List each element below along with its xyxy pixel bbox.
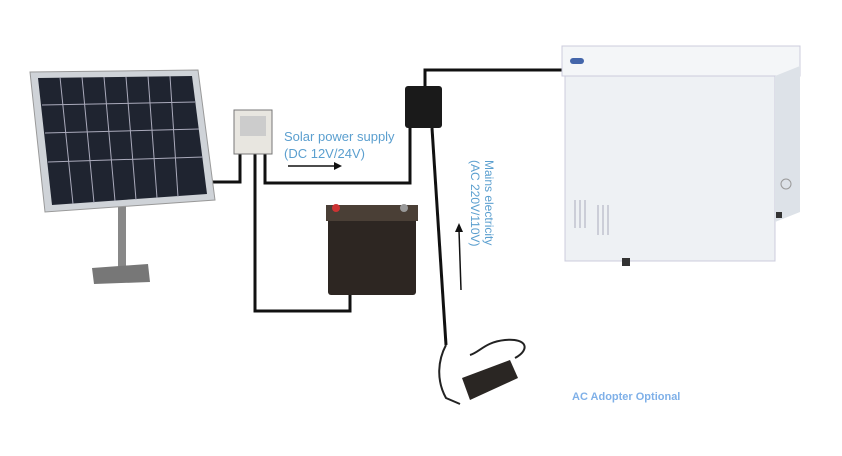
ac-adapter bbox=[438, 338, 526, 405]
mains-voltage: (AC 220V/110V) bbox=[468, 160, 482, 247]
controller-to-battery-wire bbox=[253, 152, 352, 313]
solar-supply-title: Solar power supply bbox=[284, 129, 395, 144]
controller-to-junction-wire bbox=[263, 128, 412, 185]
solar-supply-label: Solar power supply (DC 12V/24V) bbox=[284, 128, 395, 162]
solar-supply-voltage: (DC 12V/24V) bbox=[284, 146, 365, 161]
battery bbox=[326, 204, 418, 295]
ac-flow-arrow bbox=[455, 223, 463, 291]
power-switch-box bbox=[405, 86, 442, 128]
mains-electricity-label: Mains electricity (AC 220V/110V) bbox=[468, 160, 496, 247]
panel-to-controller-wire bbox=[213, 152, 242, 184]
junction-to-freezer-wire bbox=[423, 68, 562, 88]
charge-controller bbox=[233, 109, 273, 155]
chest-freezer bbox=[561, 45, 801, 266]
wires bbox=[213, 68, 562, 346]
mains-wire bbox=[430, 127, 448, 346]
solar-panel bbox=[29, 69, 216, 284]
dc-flow-arrow bbox=[288, 162, 342, 170]
ac-adapter-label: AC Adopter Optional bbox=[572, 391, 681, 403]
mains-title: Mains electricity bbox=[482, 160, 496, 246]
